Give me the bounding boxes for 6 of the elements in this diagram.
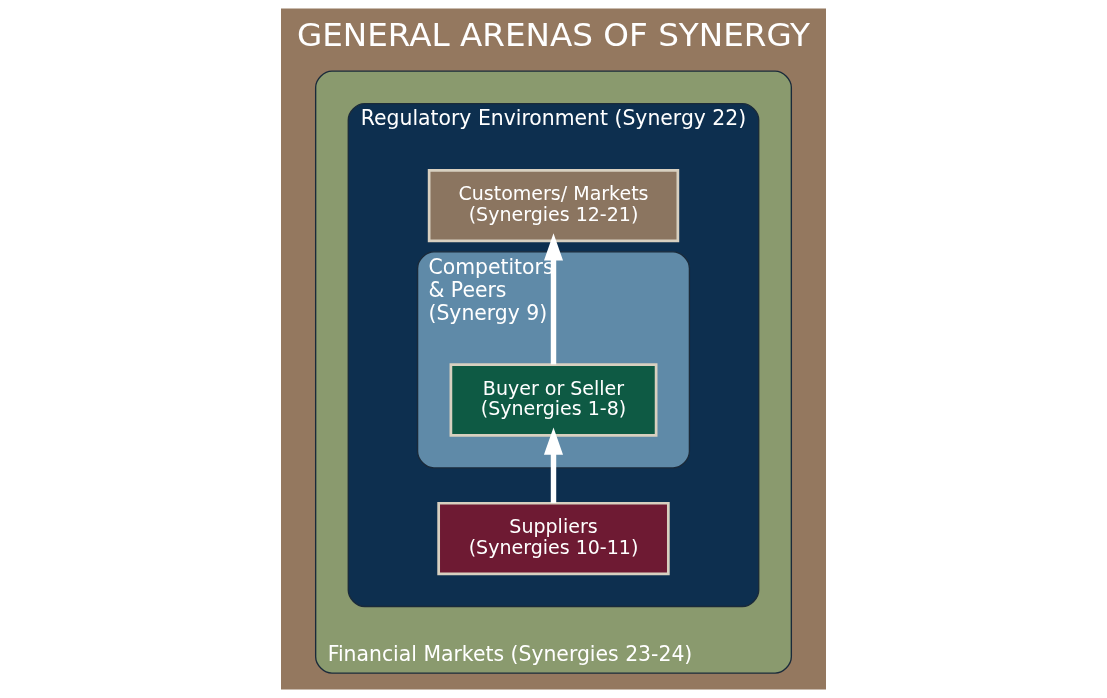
node-box: Buyer or Seller (Synergies 1-8) (449, 363, 658, 437)
diagram-title: GENERAL ARENAS OF SYNERGY (296, 15, 811, 54)
node-box: Suppliers (Synergies 10-11) (437, 501, 670, 576)
node-box: Customers/ Markets (Synergies 12-21) (427, 168, 680, 243)
arrow (543, 233, 564, 365)
arrow (543, 427, 564, 503)
